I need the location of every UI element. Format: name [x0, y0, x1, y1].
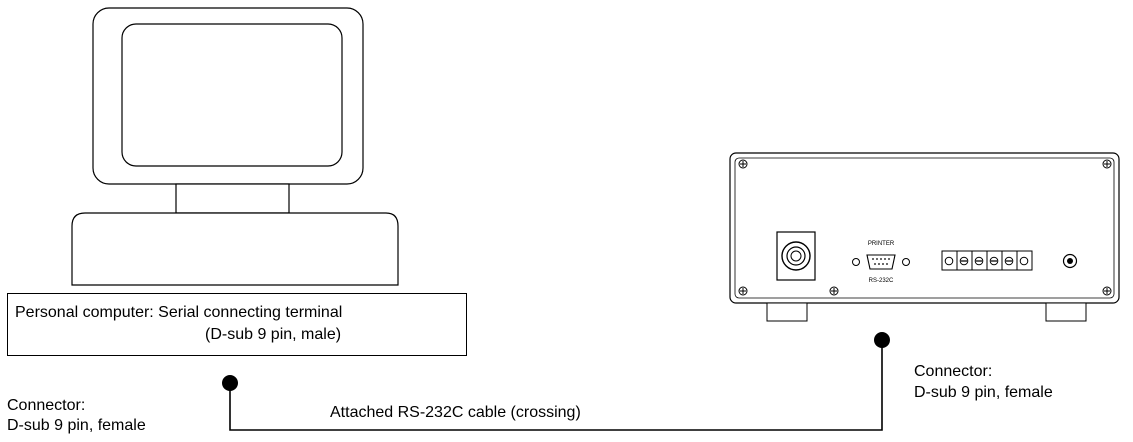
rs232c-port [852, 254, 910, 270]
cable-label: Attached RS-232C cable (crossing) [330, 404, 581, 421]
left-connector-dot [222, 375, 238, 391]
computer-monitor [92, 7, 364, 214]
device-rear-panel: PRINTER RS-232C [729, 152, 1120, 322]
ground-terminal [1062, 253, 1078, 269]
right-connector-dot [874, 332, 890, 348]
power-connector [776, 231, 816, 281]
left-connector-label: Connector: [7, 397, 86, 414]
right-connector-label: Connector: [914, 363, 993, 380]
corner-screws [738, 159, 1112, 296]
terminal-block [941, 250, 1033, 271]
left-connector-spec: D-sub 9 pin, female [7, 417, 146, 434]
pc-terminal-spec: (D-sub 9 pin, male) [205, 326, 342, 343]
right-connector-spec: D-sub 9 pin, female [914, 384, 1053, 401]
computer-base [71, 212, 399, 286]
rs232c-cable [229, 340, 883, 431]
pc-terminal-label: Personal computer: Serial connecting ter… [15, 304, 343, 321]
printer-label: PRINTER [868, 241, 895, 247]
rs232c-label: RS-232C [869, 278, 894, 284]
pc-terminal-box: Personal computer: Serial connecting ter… [7, 293, 467, 356]
